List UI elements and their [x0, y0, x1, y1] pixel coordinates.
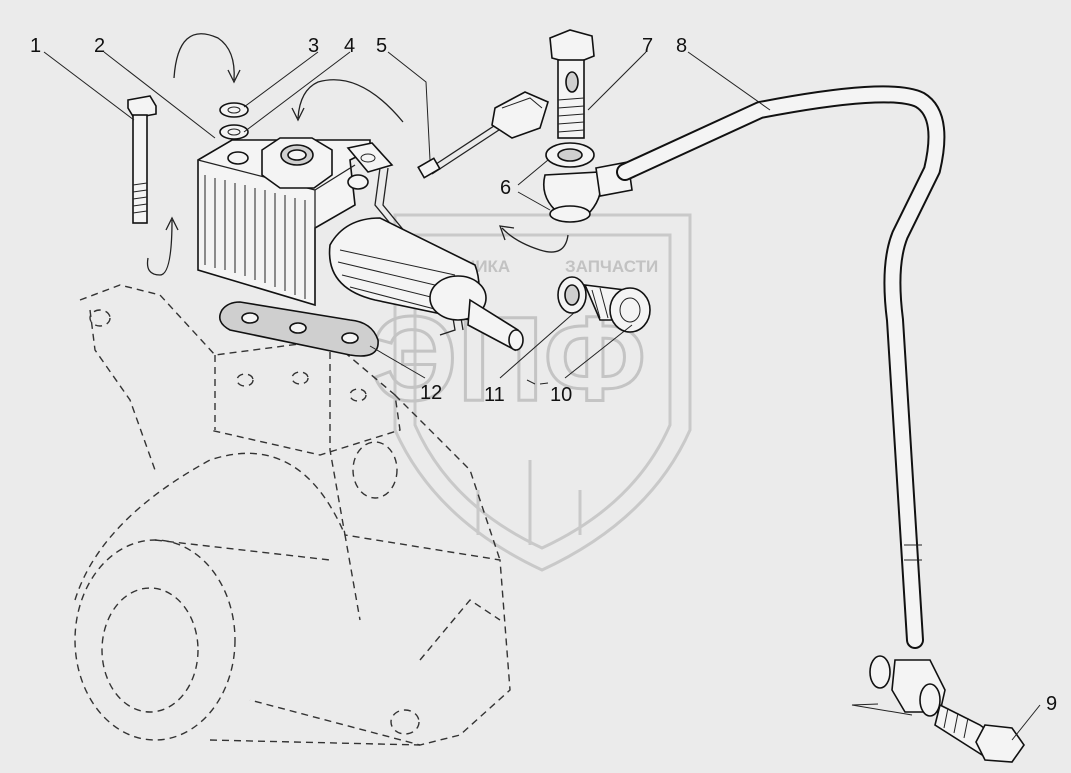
pipe-part-8	[616, 85, 946, 649]
housing-outline	[74, 284, 511, 746]
callout-4: 4	[344, 35, 355, 57]
callout-1: 1	[30, 35, 41, 57]
callout-8: 8	[676, 35, 687, 57]
seat-part-11	[557, 276, 587, 314]
washers-part-3	[219, 102, 249, 140]
callout-2: 2	[94, 35, 105, 57]
callout-7: 7	[642, 35, 653, 57]
valve-block-part-2	[197, 139, 371, 307]
callout-5: 5	[376, 35, 387, 57]
callout-10: 10	[550, 384, 572, 406]
bolt-part-1	[127, 95, 157, 224]
watermark-brand-right: ЗАПЧАСТИ	[565, 257, 658, 276]
callout-labels: 1 2 3 4 5 6 7 8 9 10 11 12	[30, 35, 1057, 715]
leader-lines	[43, 51, 1041, 741]
watermark: ТЕХНИКА ЗАПЧАСТИ ЭПФ	[371, 213, 692, 572]
callout-12: 12	[420, 382, 442, 404]
nut-part-4	[261, 137, 333, 189]
callout-6: 6	[500, 177, 511, 199]
hollow-bolt-part-7	[549, 29, 595, 139]
solenoid	[328, 217, 524, 352]
gasket-part-12	[219, 301, 379, 357]
lower-fitting-part-9	[869, 655, 1025, 763]
wire-connector-part-5	[417, 91, 549, 179]
callout-3: 3	[308, 35, 319, 57]
fitting-part-10	[583, 284, 651, 333]
assembly-arrows	[146, 33, 569, 276]
callout-11: 11	[484, 384, 505, 406]
callout-9: 9	[1046, 693, 1057, 715]
banjo-fitting-part-6	[542, 142, 633, 223]
